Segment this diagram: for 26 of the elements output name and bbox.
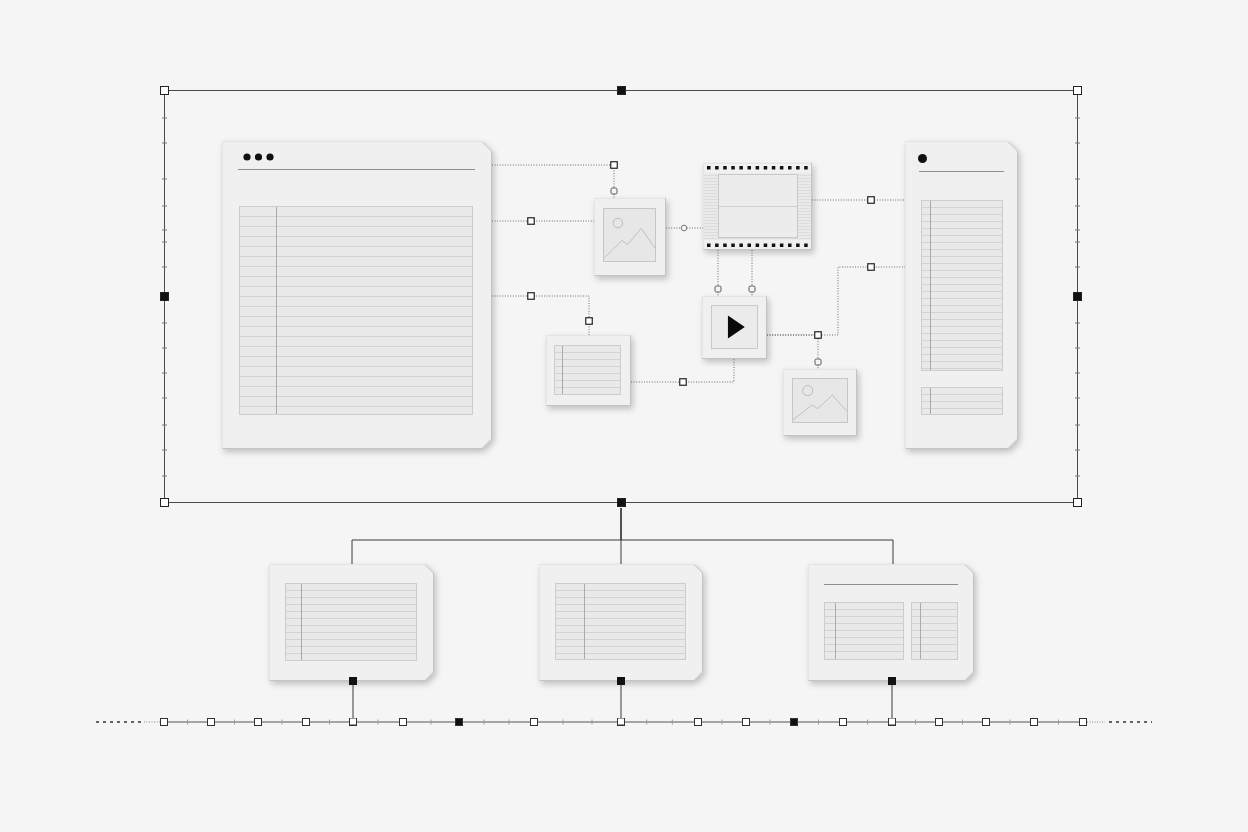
sidebar-panel-card (905, 141, 1018, 449)
connector-line (617, 677, 625, 726)
selection-frame (159, 85, 1083, 508)
connector-line (349, 677, 357, 726)
dotted-connector (630, 358, 735, 383)
connector-line (888, 677, 896, 726)
dotted-connector (491, 295, 590, 336)
document-card (539, 564, 703, 681)
image-card (594, 198, 666, 276)
document-card (269, 564, 434, 681)
document-window-card (222, 141, 492, 449)
connector-line (620, 507, 894, 565)
dotted-connector (491, 220, 595, 222)
video-card (702, 296, 767, 359)
notes-card (546, 335, 631, 406)
film-strip-card (703, 163, 812, 250)
dotted-connector (665, 227, 704, 229)
image-card (783, 369, 857, 436)
timeline-track (96, 718, 1152, 726)
dotted-connector (491, 164, 618, 199)
dotted-connector (766, 334, 822, 370)
dotted-connector (766, 266, 906, 336)
dotted-connector (714, 249, 722, 297)
dotted-connector (811, 199, 906, 201)
document-card (808, 564, 974, 681)
dotted-connector (748, 249, 756, 297)
